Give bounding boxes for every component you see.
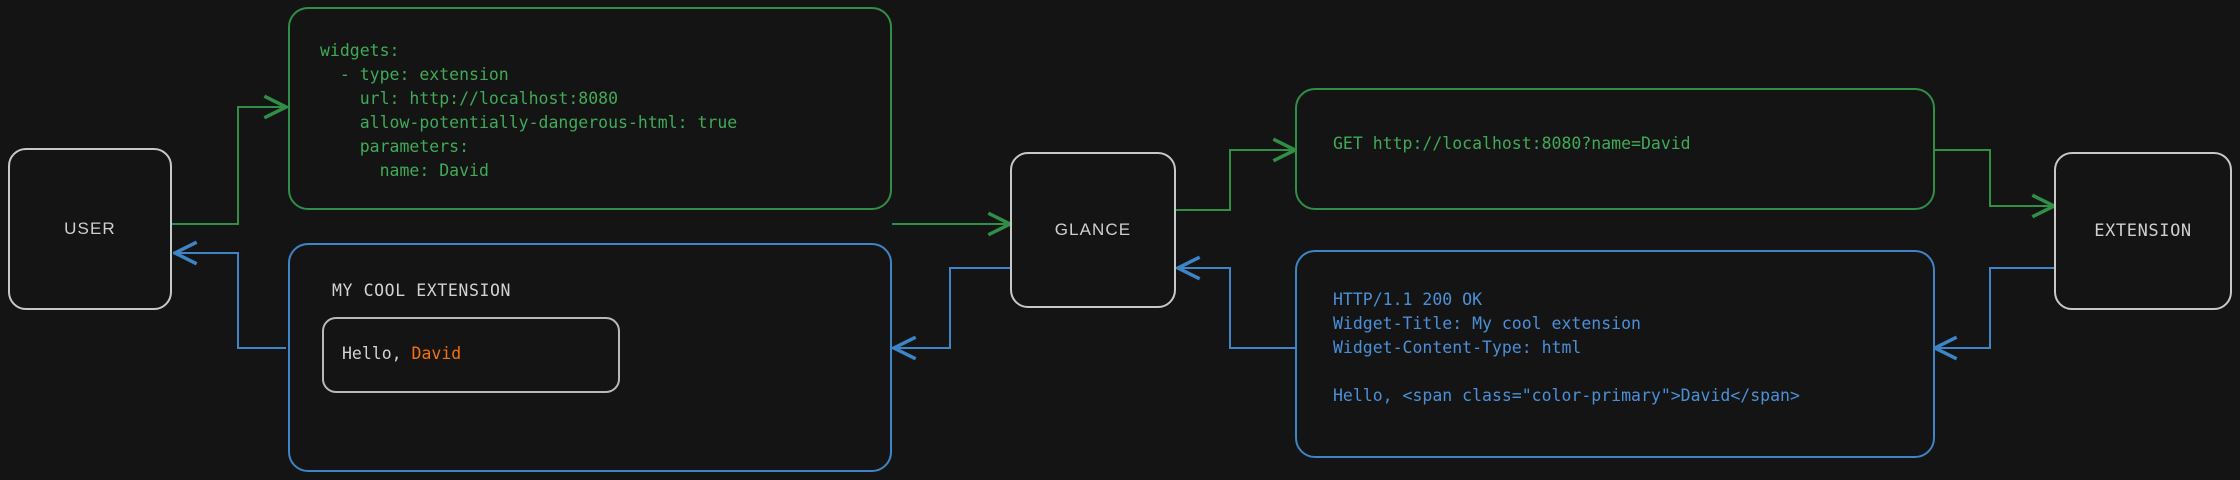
yaml-config-code: widgets: - type: extension url: http://l… bbox=[320, 41, 738, 180]
edge-response-to-glance bbox=[1178, 268, 1295, 349]
node-glance[interactable]: GLANCE bbox=[1010, 152, 1176, 308]
edge-user-to-yaml bbox=[172, 107, 286, 225]
node-extension[interactable]: EXTENSION bbox=[2054, 152, 2232, 310]
rendered-widget-content-box: Hello, David bbox=[322, 317, 620, 393]
edge-request-to-extension bbox=[1935, 149, 2054, 206]
edge-widget-to-user bbox=[175, 253, 286, 349]
http-response-code: HTTP/1.1 200 OK Widget-Title: My cool ex… bbox=[1333, 290, 1800, 405]
http-request-code: GET http://localhost:8080?name=David bbox=[1333, 134, 1691, 153]
greeting-name: David bbox=[411, 344, 462, 363]
panel-http-request[interactable]: GET http://localhost:8080?name=David bbox=[1295, 88, 1935, 210]
node-user[interactable]: USER bbox=[8, 148, 172, 310]
edge-glance-to-request bbox=[1175, 150, 1295, 211]
panel-yaml-config[interactable]: widgets: - type: extension url: http://l… bbox=[288, 7, 892, 210]
rendered-widget-greeting: Hello, David bbox=[342, 344, 461, 363]
rendered-widget-title: MY COOL EXTENSION bbox=[332, 281, 512, 300]
edge-glance-to-widget bbox=[894, 267, 1010, 348]
panel-http-response[interactable]: HTTP/1.1 200 OK Widget-Title: My cool ex… bbox=[1295, 250, 1935, 458]
node-extension-label: EXTENSION bbox=[2094, 221, 2192, 241]
node-glance-label: GLANCE bbox=[1054, 220, 1132, 239]
edge-extension-to-response bbox=[1935, 267, 2054, 348]
node-user-label: USER bbox=[64, 219, 116, 238]
greeting-prefix: Hello, bbox=[342, 344, 412, 363]
panel-rendered-widget[interactable]: MY COOL EXTENSION Hello, David bbox=[288, 243, 892, 472]
